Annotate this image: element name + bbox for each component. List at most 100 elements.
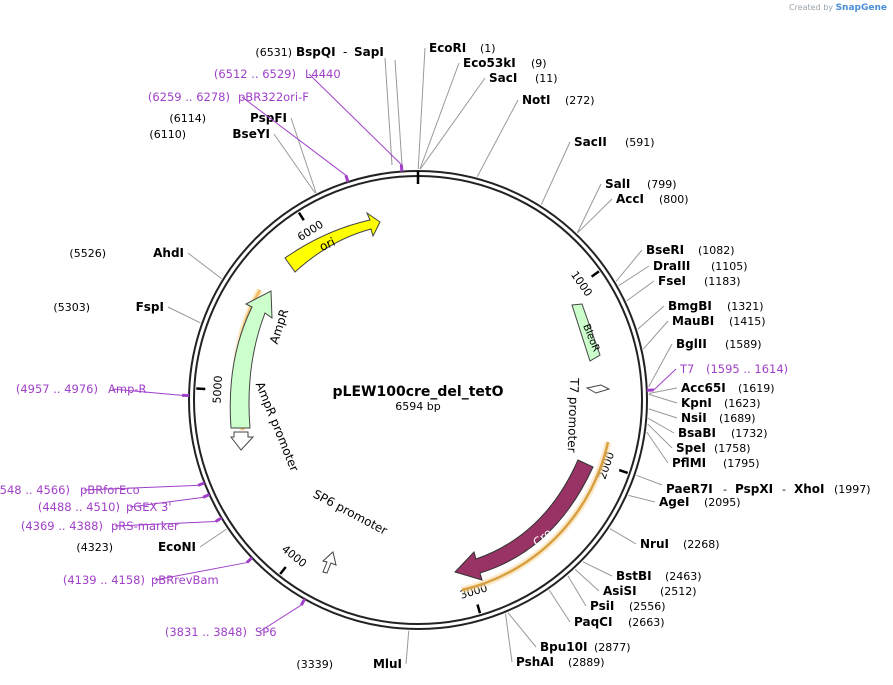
primer-name: pBRforEco [80,483,140,497]
restriction-site[interactable]: Eco53kI(9) [419,56,547,170]
restriction-site[interactable]: FspI(5303) [53,300,201,324]
site-separator: - [723,483,727,496]
primer-name: pBRrevBam [151,573,219,587]
restriction-site[interactable]: BseYI (6110) [149,127,316,194]
restriction-site[interactable]: EcoNI(4323) [76,528,227,554]
restriction-site[interactable]: DraIII(1105) [618,259,748,287]
restriction-site[interactable]: MauBI(1415) [642,314,766,350]
site-name: Eco53kI [463,56,516,70]
restriction-site[interactable]: BglII(1589) [648,337,762,388]
restriction-site[interactable]: PspFI(6114) [169,111,317,193]
site-position: (1619) [738,382,775,395]
site-position: (1321) [727,300,764,313]
feature-bleor[interactable]: BleoR [571,303,601,362]
primer[interactable]: pRS-marker(4369 .. 4388) [21,516,223,533]
tick-mark [590,270,600,278]
restriction-site[interactable]: SpeI(1758) [647,423,751,455]
restriction-site[interactable]: Bpu10I(2877) [507,612,631,654]
restriction-site[interactable]: Acc65I(1619) [648,381,775,395]
feature-t7-promoter[interactable]: T7 promoter [565,377,611,453]
site-name: AhdI [153,246,184,260]
site-separator: - [782,483,786,496]
feature-sp6-promoter[interactable]: SP6 promoter [311,487,390,574]
feature-label-ori: ori [317,235,337,254]
restriction-site[interactable]: SacI(11) [420,71,558,170]
site-name: BglII [676,337,707,351]
site-position: (1415) [729,315,766,328]
restriction-site[interactable]: AhdI(5526) [69,246,222,280]
orf-arc-cre-line [461,441,610,592]
restriction-site[interactable]: NruI (2268) [609,528,720,551]
site-name: Bpu10I [540,640,587,654]
restriction-site[interactable]: BseRI(1082) [615,243,735,282]
site-name: XhoI [794,482,825,496]
restriction-site[interactable]: PflMI(1795) [646,431,760,470]
site-position: (1623) [724,397,761,410]
feature-ori[interactable]: ori [284,211,381,273]
feature-ampr[interactable]: AmpR [229,290,291,429]
primer[interactable]: pBR322ori-F(6259 .. 6278) [148,90,350,183]
restriction-site[interactable]: SacII(591) [540,135,655,205]
primer[interactable]: pBRforEco(4548 .. 4566) [0,481,206,497]
site-name: BseYI [232,127,270,141]
restriction-site[interactable]: NsiI(1689) [648,408,756,425]
restriction-site[interactable]: AccI(800) [577,192,689,234]
restriction-site[interactable]: BmgBI (1321) [637,299,764,330]
restriction-site[interactable]: AsiSI(2512) [574,568,697,598]
site-name: PflMI [672,456,706,470]
primer[interactable]: SP6(3831 .. 3848) [165,598,307,639]
tick-mark [279,566,287,575]
primer-range: (4957 .. 4976) [16,382,98,396]
site-position: (2268) [683,538,720,551]
site-position: (2889) [568,656,605,669]
primer[interactable]: Amp-R(4957 .. 4976) [16,382,190,398]
site-name: FspI [136,300,164,314]
site-position: (591) [625,136,655,149]
primer-range: (1595 .. 1614) [706,362,788,376]
primer-range: (4139 .. 4158) [63,573,145,587]
site-name: NruI [640,537,669,551]
tick-label: 1000 [568,269,595,299]
site-position: (2663) [628,616,665,629]
site-name: PshAI [516,655,554,669]
primer[interactable]: T7(1595 .. 1614) [646,362,788,392]
site-position: (2463) [665,570,702,583]
primer[interactable]: pGEX 3'(4488 .. 4510) [38,493,211,514]
restriction-site[interactable]: PaeR7I-PspXI-XhoI(1997) [636,474,871,496]
site-name: AccI [616,192,644,206]
site-name: BmgBI [668,299,712,313]
restriction-site[interactable]: PaqCI(2663) [548,589,665,629]
primer[interactable]: pBRrevBam (4139 .. 4158) [63,556,254,587]
site-bspqi-sapi[interactable]: (6531) BspQI - SapI [255,45,403,166]
restriction-site[interactable]: BstBI (2463) [582,561,702,583]
restriction-site[interactable]: PsiI(2556) [567,575,666,613]
restriction-site[interactable]: SalI(799) [576,177,677,233]
restriction-site[interactable]: KpnI (1623) [648,393,761,410]
site-name: DraIII [653,259,690,273]
primer-name: pGEX 3' [126,500,172,514]
restriction-sites: (6531) BspQI - SapI EcoRI(1)Eco53kI(9)Sa… [0,41,871,671]
restriction-site[interactable]: BsaBI(1732) [648,417,768,440]
site-position: (6110) [149,128,186,141]
restriction-site[interactable]: FseI(1183) [626,274,741,302]
primer-labels: L4440(6512 .. 6529)pBR322ori-F(6259 .. 6… [0,67,788,639]
restriction-site[interactable]: PshAI (2889) [505,613,605,669]
restriction-site[interactable]: MluI(3339) [296,630,410,671]
site-name-2: SapI [354,45,384,59]
primer-range: (6512 .. 6529) [214,67,296,81]
site-name: PspFI [250,111,287,125]
site-position: (1689) [719,412,756,425]
restriction-site[interactable]: AgeI(2095) [628,494,741,509]
site-name: BseRI [646,243,684,257]
restriction-site[interactable]: NotI(272) [476,93,595,177]
site-position: (272) [565,94,595,107]
primer[interactable]: L4440(6512 .. 6529) [214,67,404,172]
restriction-site[interactable]: EcoRI(1) [417,41,496,170]
site-name: SacI [489,71,517,85]
site-position: (1) [480,42,496,55]
site-name: BstBI [616,569,652,583]
site-name: KpnI [681,396,712,410]
site-position: (1732) [731,427,768,440]
feature-label-t7-promoter: T7 promoter [565,377,582,453]
site-name: SpeI [676,441,706,455]
